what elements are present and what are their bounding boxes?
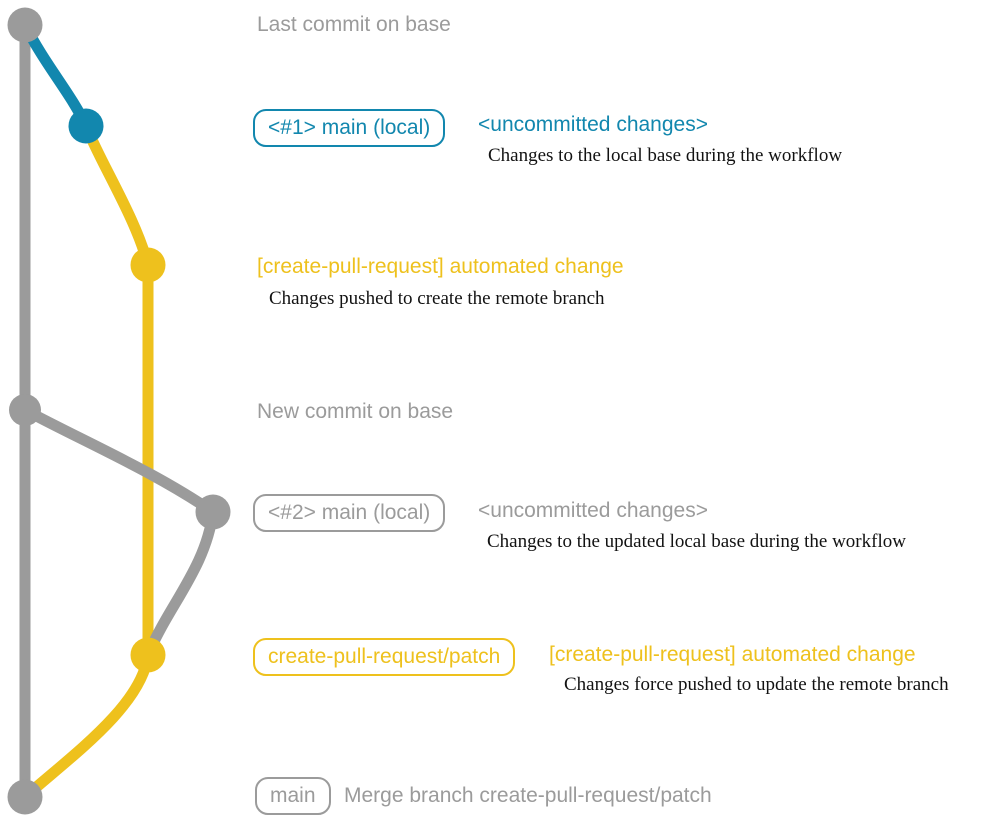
local-branch-curve-out — [19, 404, 219, 518]
commit-dot-uncommitted-2 — [195, 494, 231, 530]
commit-dot-automated-1 — [130, 247, 166, 283]
status-uncommitted-changes-2: <uncommitted changes> — [478, 499, 708, 522]
branch-badge-main-local-1: <#1> main (local) — [253, 109, 446, 147]
commit-dot-new-base — [9, 394, 41, 426]
commit-message-automated-change-2: [create-pull-request] automated change — [549, 643, 916, 666]
commit-message-merge-branch: Merge branch create-pull-request/patch — [344, 784, 712, 807]
label-new-commit-on-base: New commit on base — [257, 400, 454, 423]
status-uncommitted-changes-1: <uncommitted changes> — [478, 113, 708, 136]
branch-badge-main-local-2: <#2> main (local) — [253, 494, 446, 532]
local-branch-curve-blue — [19, 19, 92, 132]
description-force-pushed-update-remote: Changes force pushed to update the remot… — [564, 674, 949, 695]
commit-dot-uncommitted-1 — [68, 108, 104, 144]
branch-badge-create-pull-request-patch: create-pull-request/patch — [253, 638, 516, 676]
commit-dot-automated-2 — [130, 637, 166, 673]
label-last-commit-on-base: Last commit on base — [257, 13, 451, 36]
description-pushed-create-remote: Changes pushed to create the remote bran… — [269, 288, 605, 309]
commit-dot-merge — [7, 779, 43, 815]
commit-message-automated-change-1: [create-pull-request] automated change — [257, 255, 624, 278]
patch-branch-merge-curve — [19, 649, 154, 803]
local-branch-curve-in — [142, 506, 219, 661]
patch-branch-curve-top — [80, 120, 154, 271]
description-local-base-changes: Changes to the local base during the wor… — [488, 145, 843, 166]
commit-dot-last-base — [7, 7, 43, 43]
description-updated-local-base-changes: Changes to the updated local base during… — [487, 531, 906, 552]
branch-badge-main: main — [255, 777, 331, 815]
